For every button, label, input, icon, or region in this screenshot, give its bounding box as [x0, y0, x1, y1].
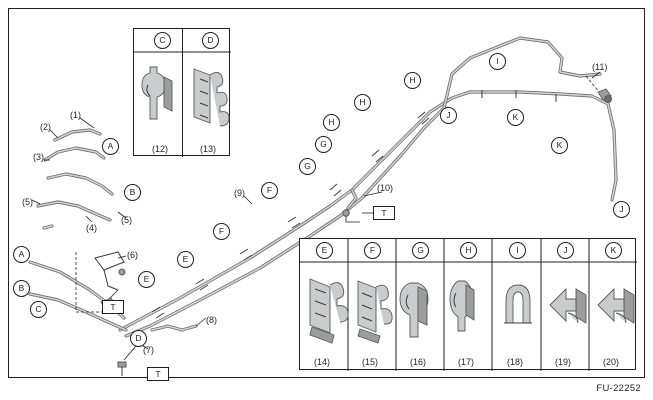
clip-icon-d	[193, 68, 230, 127]
marker-g-2: G	[315, 136, 332, 153]
callout-7: (7)	[143, 345, 154, 355]
detail-header-c: C	[154, 32, 171, 49]
hose-8	[150, 324, 198, 332]
secondary-fuel-pipe	[124, 36, 602, 338]
plug-11	[585, 75, 612, 103]
callout-3: (3)	[33, 152, 44, 162]
callout-1: (1)	[70, 110, 81, 120]
main-fuel-pipe	[118, 90, 618, 332]
clip-icon-j	[549, 287, 587, 324]
detail-header-d: D	[202, 32, 219, 49]
callout-8: (8)	[206, 315, 217, 325]
marker-i-1: I	[489, 53, 506, 70]
marker-g-1: G	[299, 158, 316, 175]
torque-tag-1: T	[373, 206, 395, 220]
detail-header-e: E	[316, 242, 333, 259]
marker-c-1: C	[30, 301, 47, 318]
torque-tag-3: T	[147, 367, 169, 381]
branch-10	[342, 188, 358, 217]
detail-number-20: (20)	[603, 357, 620, 367]
callout-2: (2)	[40, 122, 51, 132]
marker-b-2: B	[13, 280, 30, 297]
detail-table-top	[133, 28, 231, 157]
detail-header-h: H	[460, 242, 477, 259]
bolt-7	[117, 345, 137, 376]
detail-number-14: (14)	[314, 357, 331, 367]
clip-icon-f	[357, 280, 393, 344]
marker-h-3: H	[404, 72, 421, 89]
marker-j-2: J	[613, 201, 630, 218]
detail-header-g: G	[412, 242, 429, 259]
callout-11: (11)	[592, 62, 608, 72]
detail-header-i: I	[509, 242, 526, 259]
figure-code: FU-22252	[596, 383, 641, 394]
callout-5-second: (5)	[121, 215, 132, 225]
marker-k-2: K	[551, 137, 568, 154]
detail-header-j: J	[557, 242, 574, 259]
callout-leaders	[31, 71, 601, 350]
detail-table-bottom-grid	[300, 239, 637, 371]
detail-header-k: K	[605, 242, 622, 259]
marker-k-1: K	[507, 109, 524, 126]
marker-d-1: D	[130, 330, 147, 347]
left-upper-hoses	[36, 128, 114, 230]
marker-h-2: H	[354, 94, 371, 111]
marker-f-2: F	[261, 182, 278, 199]
detail-number-16: (16)	[410, 357, 427, 367]
clip-icon-g	[399, 282, 429, 338]
marker-f-1: F	[213, 223, 230, 240]
detail-number-18: (18)	[507, 357, 524, 367]
clip-icon-i	[504, 284, 532, 324]
clip-icon-h	[449, 280, 475, 332]
clip-icon-e	[309, 278, 349, 344]
marker-j-1: J	[440, 107, 457, 124]
detail-table-bottom	[299, 238, 637, 371]
callout-9: (9)	[234, 188, 245, 198]
callout-5: (5)	[22, 197, 33, 207]
clip-icon-c	[141, 66, 173, 120]
inline-clip-marks	[151, 90, 557, 319]
callout-4: (4)	[86, 223, 97, 233]
detail-number-15: (15)	[362, 357, 379, 367]
detail-number-13: (13)	[200, 144, 217, 154]
callout-10: (10)	[377, 183, 394, 193]
detail-number-12: (12)	[152, 144, 169, 154]
marker-b-1: B	[124, 184, 141, 201]
marker-h-1: H	[323, 114, 340, 131]
marker-a-2: A	[13, 246, 30, 263]
marker-e-2: E	[177, 251, 194, 268]
detail-header-f: F	[364, 242, 381, 259]
detail-number-17: (17)	[458, 357, 475, 367]
diagram-border	[8, 8, 645, 378]
clip-icon-k	[597, 287, 635, 324]
callout-6: (6)	[127, 250, 138, 260]
detail-number-19: (19)	[555, 357, 572, 367]
detail-table-top-grid	[134, 29, 231, 157]
marker-a-1: A	[102, 138, 119, 155]
marker-e-1: E	[138, 271, 155, 288]
torque-tag-2: T	[102, 300, 124, 314]
